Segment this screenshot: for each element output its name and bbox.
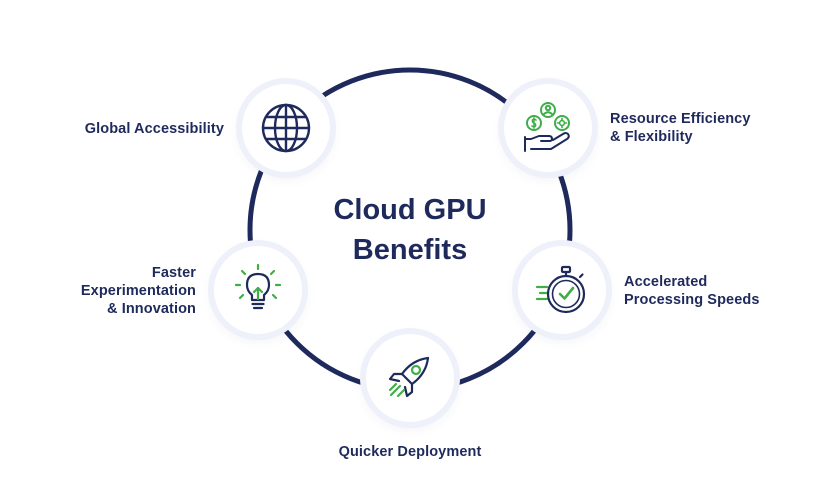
node-resource-efficiency <box>504 84 592 172</box>
label-line: & Flexibility <box>610 129 693 145</box>
label-line: Faster <box>151 265 196 281</box>
label-line: & Innovation <box>107 301 196 317</box>
node-faster-experimentation <box>214 246 302 334</box>
label-line: Processing Speeds <box>624 292 760 308</box>
label-accelerated-processing: Accelerated Processing Speeds <box>624 273 759 309</box>
node-quicker-deployment <box>366 334 454 422</box>
label-resource-efficiency: Resource Efficiency & Flexibility <box>610 110 751 146</box>
diagram-title: Cloud GPU Benefits <box>300 190 520 270</box>
diagram-title-line-2: Benefits <box>352 234 468 266</box>
label-global-accessibility: Global Accessibility <box>85 120 224 138</box>
globe-icon <box>261 103 311 153</box>
stopwatch-icon <box>535 265 586 314</box>
label-line: Global Accessibility <box>84 121 224 137</box>
label-line: Accelerated <box>624 274 708 290</box>
label-line: Experimentation <box>80 283 196 299</box>
label-quicker-deployment: Quicker Deployment <box>310 443 510 461</box>
rocket-icon <box>388 356 430 398</box>
label-line: Quicker Deployment <box>338 444 482 460</box>
hand-resources-icon <box>524 102 570 152</box>
label-line: Resource Efficiency <box>610 111 751 127</box>
node-global-accessibility <box>242 84 330 172</box>
diagram-title-line-1: Cloud GPU <box>333 194 487 226</box>
label-faster-experimentation: Faster Experimentation & Innovation <box>81 264 196 318</box>
lightbulb-icon <box>234 263 282 310</box>
node-accelerated-processing <box>518 246 606 334</box>
